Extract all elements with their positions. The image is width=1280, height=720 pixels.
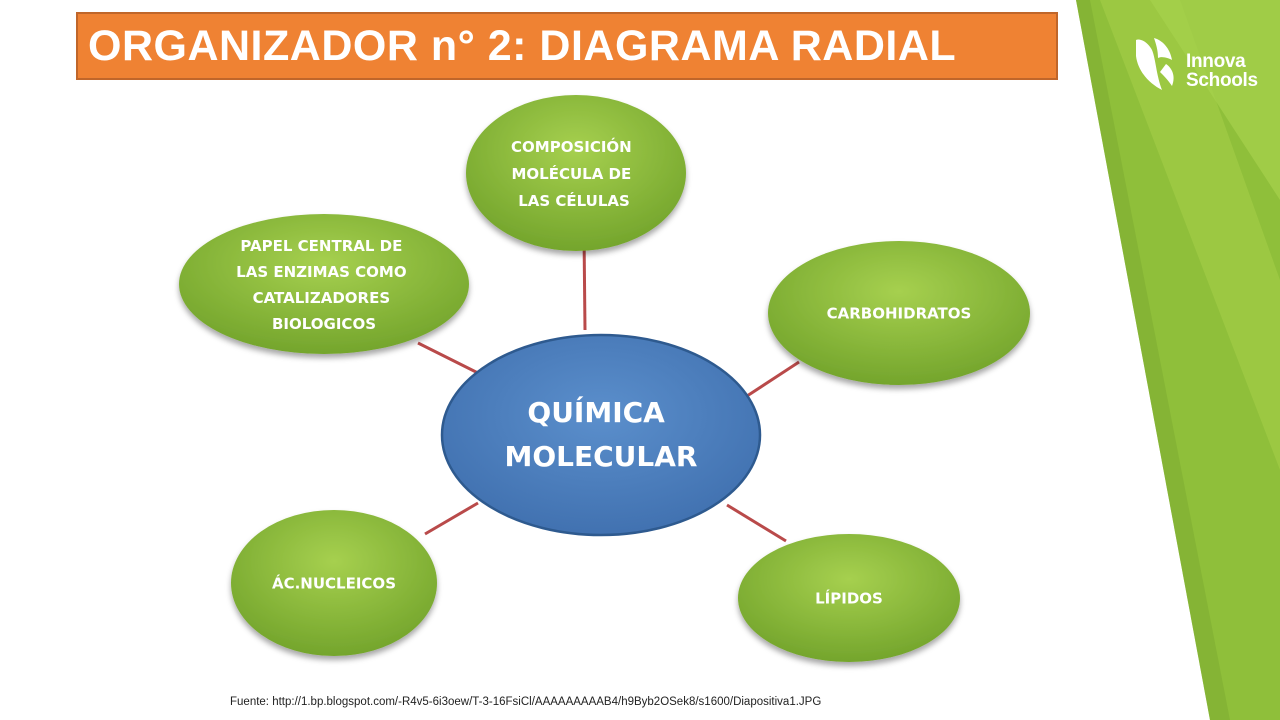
node-papel-central: PAPEL CENTRAL DE LAS ENZIMAS COMO CATALI… <box>179 214 469 354</box>
node-lipidos-label: LÍPIDOS <box>815 589 883 608</box>
node-composicion-label: COMPOSICIÓN MOLÉCULA DE LAS CÉLULAS <box>511 137 637 210</box>
source-caption: Fuente: http://1.bp.blogspot.com/-R4v5-6… <box>230 696 822 708</box>
node-carbohidratos-label: CARBOHIDRATOS <box>827 305 972 323</box>
center-line-1: QUÍMICA <box>527 395 665 429</box>
node-lipidos: LÍPIDOS <box>738 534 960 662</box>
brand-line-1: Innova <box>1186 51 1246 72</box>
node-ac-nucleicos-label: ÁC.NUCLEICOS <box>272 574 396 593</box>
node-composicion-line-1: COMPOSICIÓN <box>511 137 632 156</box>
node-composicion: COMPOSICIÓN MOLÉCULA DE LAS CÉLULAS <box>466 95 686 251</box>
brand-line-2: Schools <box>1186 70 1258 91</box>
node-papel-central-line-2: LAS ENZIMAS COMO <box>236 263 406 281</box>
side-decoration <box>1076 0 1280 720</box>
connector-papel-central <box>417 341 485 378</box>
node-composicion-line-2: MOLÉCULA DE <box>512 164 632 183</box>
node-papel-central-line-1: PAPEL CENTRAL DE <box>240 237 402 255</box>
node-papel-central-label: PAPEL CENTRAL DE LAS ENZIMAS COMO CATALI… <box>236 237 412 333</box>
connector-ac-nucleicos <box>424 501 479 536</box>
connector-lipidos <box>726 503 787 543</box>
node-carbohidratos: CARBOHIDRATOS <box>768 241 1030 385</box>
node-ac-nucleicos: ÁC.NUCLEICOS <box>231 510 437 656</box>
title-box: ORGANIZADOR n° 2: DIAGRAMA RADIAL <box>76 12 1058 80</box>
page-title: ORGANIZADOR n° 2: DIAGRAMA RADIAL <box>88 21 957 70</box>
brand-name: Innova Schools <box>1186 52 1258 90</box>
node-composicion-line-3: LAS CÉLULAS <box>518 191 630 210</box>
connector-carbohidratos <box>746 360 800 398</box>
center-line-2: MOLECULAR <box>505 440 698 473</box>
node-papel-central-line-4: BIOLOGICOS <box>272 315 376 333</box>
innova-schools-logo-icon <box>1136 38 1174 90</box>
node-center-quimica-molecular: QUÍMICA MOLECULAR <box>440 333 762 537</box>
center-label: QUÍMICA MOLECULAR <box>505 395 698 473</box>
node-papel-central-line-3: CATALIZADORES <box>253 289 391 307</box>
